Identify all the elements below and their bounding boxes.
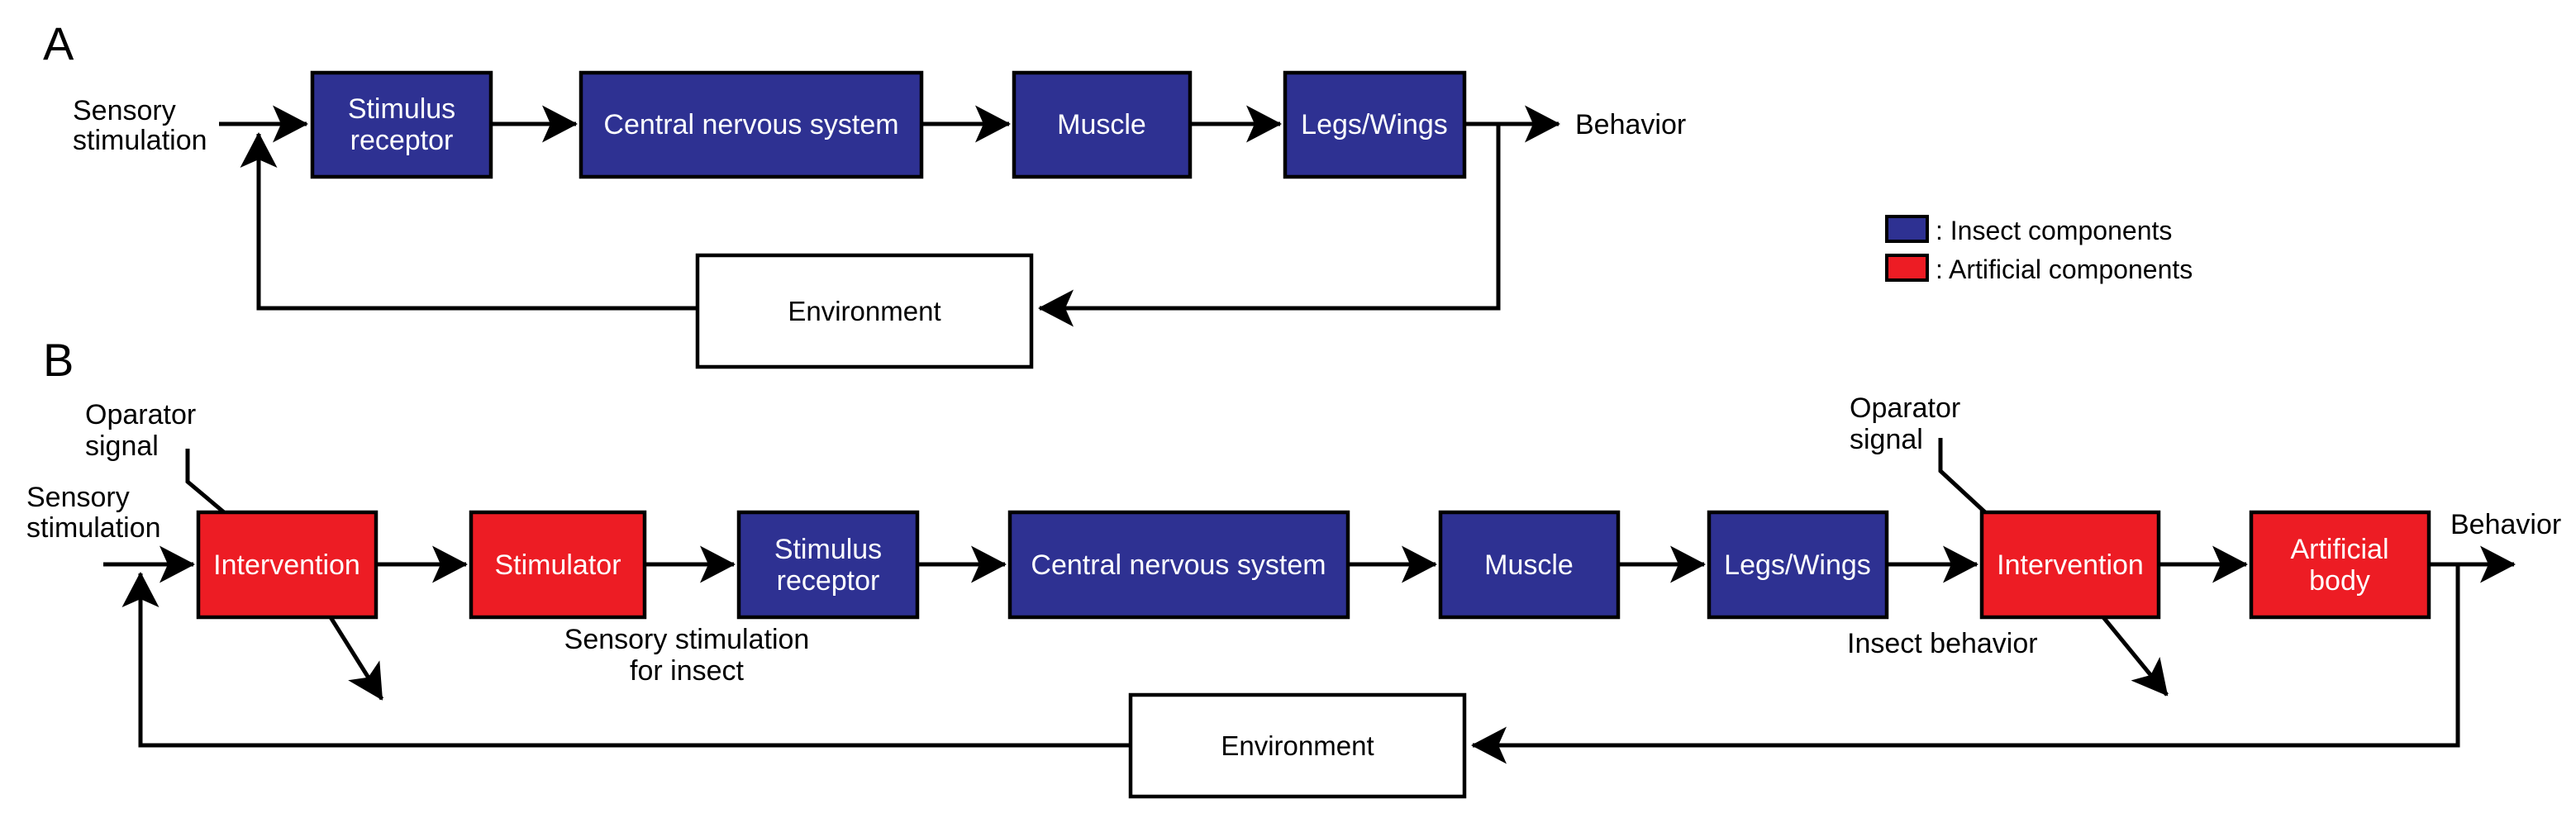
- box-b-stimulator: [469, 510, 647, 620]
- panel-b-input-label-line2: stimulation: [26, 512, 161, 544]
- panel-b-operator-signal-right-line2: signal: [1850, 424, 1923, 455]
- panel-b-stimulation-note-line2: for insect: [630, 655, 744, 687]
- box-b-intervention-right-label: Intervention: [1997, 549, 2144, 581]
- arrow-b-to-environment: [1470, 564, 2460, 764]
- box-b-stimulus-receptor-label-line1: Stimulus: [774, 534, 882, 565]
- box-b-intervention-right: [1979, 510, 2161, 620]
- panel-b-operator-signal-left-line2: signal: [85, 430, 159, 462]
- arrow-a-feedback-return: [240, 131, 698, 311]
- panel-a-input-label-line2: stimulation: [73, 125, 207, 156]
- arrow-a-to-environment: [1037, 124, 1501, 327]
- box-a-muscle-label: Muscle: [1057, 109, 1146, 140]
- box-b-artificial-body: [2249, 510, 2431, 620]
- panel-b: B Oparator signal Sensory stimulation In…: [26, 334, 2561, 799]
- panel-a-output-label: Behavior: [1575, 109, 1686, 140]
- panel-b-label: B: [43, 334, 74, 386]
- connector-operator-right: [1938, 438, 1987, 514]
- box-a-environment-label: Environment: [788, 296, 940, 326]
- box-b-stimulus-receptor-label-line2: receptor: [777, 565, 880, 597]
- box-b-artificial-body-label-line2: body: [2309, 565, 2370, 597]
- legend-insect-swatch-icon: [1885, 215, 1929, 243]
- box-a-stimulus-receptor-label-line1: Stimulus: [348, 93, 455, 125]
- panel-b-input-label-line1: Sensory: [26, 482, 130, 513]
- connector-operator-left: [185, 449, 226, 514]
- box-a-muscle: [1012, 70, 1193, 179]
- box-a-central-nervous-system: [579, 70, 924, 179]
- arrow-b-intervention-left-out: [328, 616, 384, 701]
- panel-b-insect-behavior-label: Insect behavior: [1847, 628, 2038, 659]
- box-b-environment-label: Environment: [1221, 730, 1374, 761]
- panel-b-stimulation-note-line1: Sensory stimulation: [564, 624, 810, 655]
- box-b-legs-wings-label: Legs/Wings: [1724, 549, 1871, 581]
- panel-b-output-label: Behavior: [2450, 509, 2561, 540]
- panel-b-operator-signal-left-line1: Oparator: [85, 399, 196, 430]
- box-b-legs-wings: [1707, 510, 1889, 620]
- legend-artificial-swatch-icon: [1885, 254, 1929, 282]
- box-b-muscle: [1438, 510, 1621, 620]
- legend-insect-label: : Insect components: [1936, 216, 2172, 245]
- panel-b-operator-signal-right-line1: Oparator: [1850, 392, 1960, 424]
- box-a-stimulus-receptor-label-line2: receptor: [350, 125, 454, 156]
- panel-a-input-label-line1: Sensory: [73, 95, 176, 126]
- arrow-b-intervention-right-out: [2102, 616, 2169, 697]
- box-b-stimulator-label: Stimulator: [494, 549, 621, 581]
- legend: : Insect components : Artificial compone…: [1885, 215, 2193, 284]
- box-b-central-nervous-system-label: Central nervous system: [1031, 549, 1326, 581]
- box-b-environment: [1128, 692, 1467, 799]
- legend-artificial-label: : Artificial components: [1936, 254, 2193, 284]
- box-a-environment: [695, 253, 1034, 369]
- box-b-muscle-label: Muscle: [1484, 549, 1574, 581]
- box-b-central-nervous-system: [1007, 510, 1350, 620]
- box-a-legs-wings-label: Legs/Wings: [1301, 109, 1448, 140]
- panel-a-label: A: [43, 17, 74, 69]
- panel-a: A Sensory stimulation Stimulus receptor …: [43, 17, 1686, 369]
- box-b-intervention-left-label: Intervention: [213, 549, 360, 581]
- box-b-artificial-body-label-line1: Artificial: [2290, 534, 2388, 565]
- arrow-b-feedback-return: [121, 571, 1131, 748]
- box-a-central-nervous-system-label: Central nervous system: [603, 109, 898, 140]
- box-b-intervention-left: [196, 510, 379, 620]
